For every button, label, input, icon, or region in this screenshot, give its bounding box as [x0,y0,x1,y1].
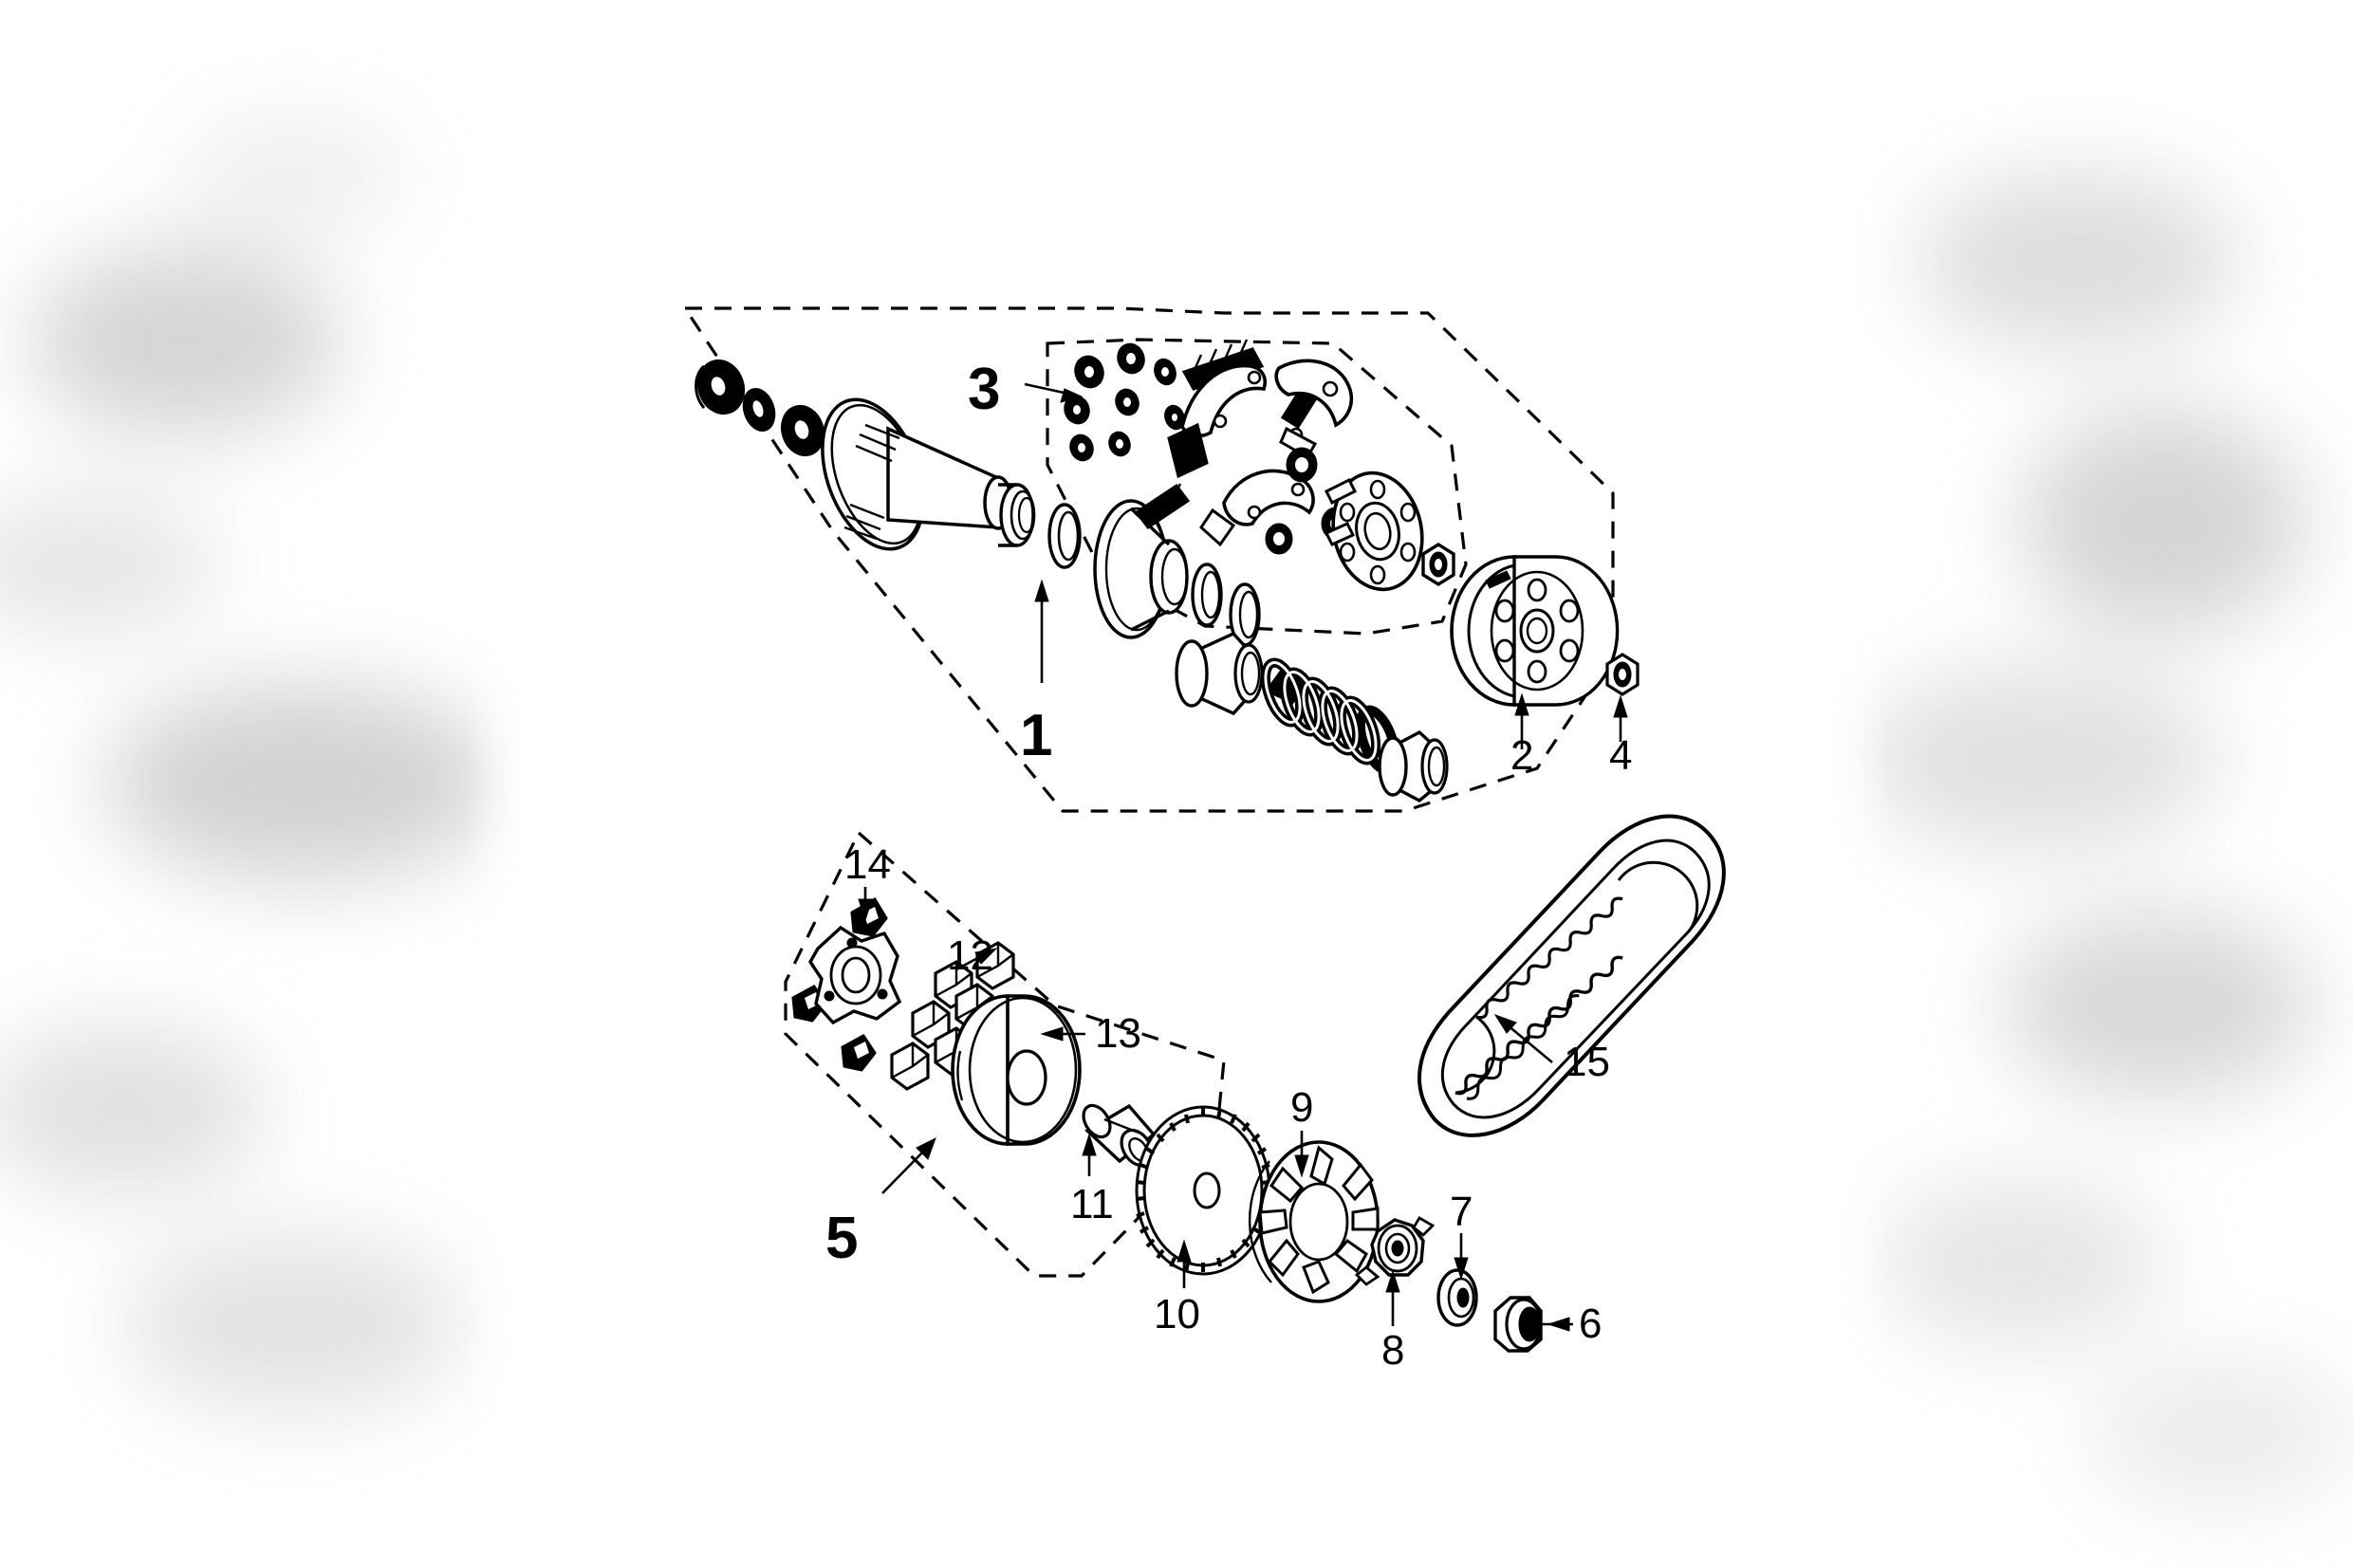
callout-11: 11 [1070,1181,1114,1227]
callout-12: 12 [947,932,993,979]
callout-2: 2 [1510,732,1534,779]
callout-1: 1 [1020,703,1053,768]
callout-9: 9 [1290,1084,1314,1131]
drive-face-washer [1436,1268,1478,1327]
driven-spring-seat-rings [1191,563,1261,647]
drive-face-nut [1493,1296,1543,1353]
clutch-shoe-1 [1167,363,1267,479]
variator-cam-slider-plate [808,925,902,1025]
callout-4: 4 [1609,732,1633,779]
driven-shaft-ring [1047,503,1082,569]
clutch-carrier-hub [1324,470,1424,592]
v-drive-belt [1417,814,1726,1137]
callout-8: 8 [1381,1327,1405,1374]
callout-13: 13 [1095,1010,1141,1057]
clutch-bell-drum [1450,555,1620,707]
group-3-dashed-outline [1046,338,1468,636]
spring-collar-lower [1378,729,1449,803]
driven-shaft-washer-stack [695,359,825,457]
callout-5: 5 [825,1206,859,1271]
toothed-starter-gear-face [1135,1105,1271,1276]
group-5-dashed-outline [784,830,1226,1278]
movable-drive-face-ramp-plate [951,994,1082,1146]
clutch-shoe-3 [1199,469,1315,547]
clutch-shoe-kit-parts [1064,339,1455,592]
variator-spacer-collar [1082,1103,1157,1168]
clutch-shoe-spring-3 [1134,483,1191,530]
callout-14: 14 [844,841,891,888]
leader-lines [858,382,1628,1332]
callout-10: 10 [1154,1291,1200,1337]
driven-pulley-fixed-face [821,397,1036,551]
cooling-fan-drive-face [1248,1140,1380,1303]
callout-7: 7 [1450,1189,1473,1235]
spring-collar-upper [1175,631,1264,716]
driven-movable-face [1093,499,1189,639]
callout-15: 15 [1564,1039,1610,1085]
starter-pulley-plate [1354,1216,1436,1286]
clutch-lock-nut [1605,653,1640,696]
callout-3: 3 [968,357,1001,422]
clutch-hub-nut [1421,542,1455,587]
callout-6: 6 [1579,1301,1603,1347]
